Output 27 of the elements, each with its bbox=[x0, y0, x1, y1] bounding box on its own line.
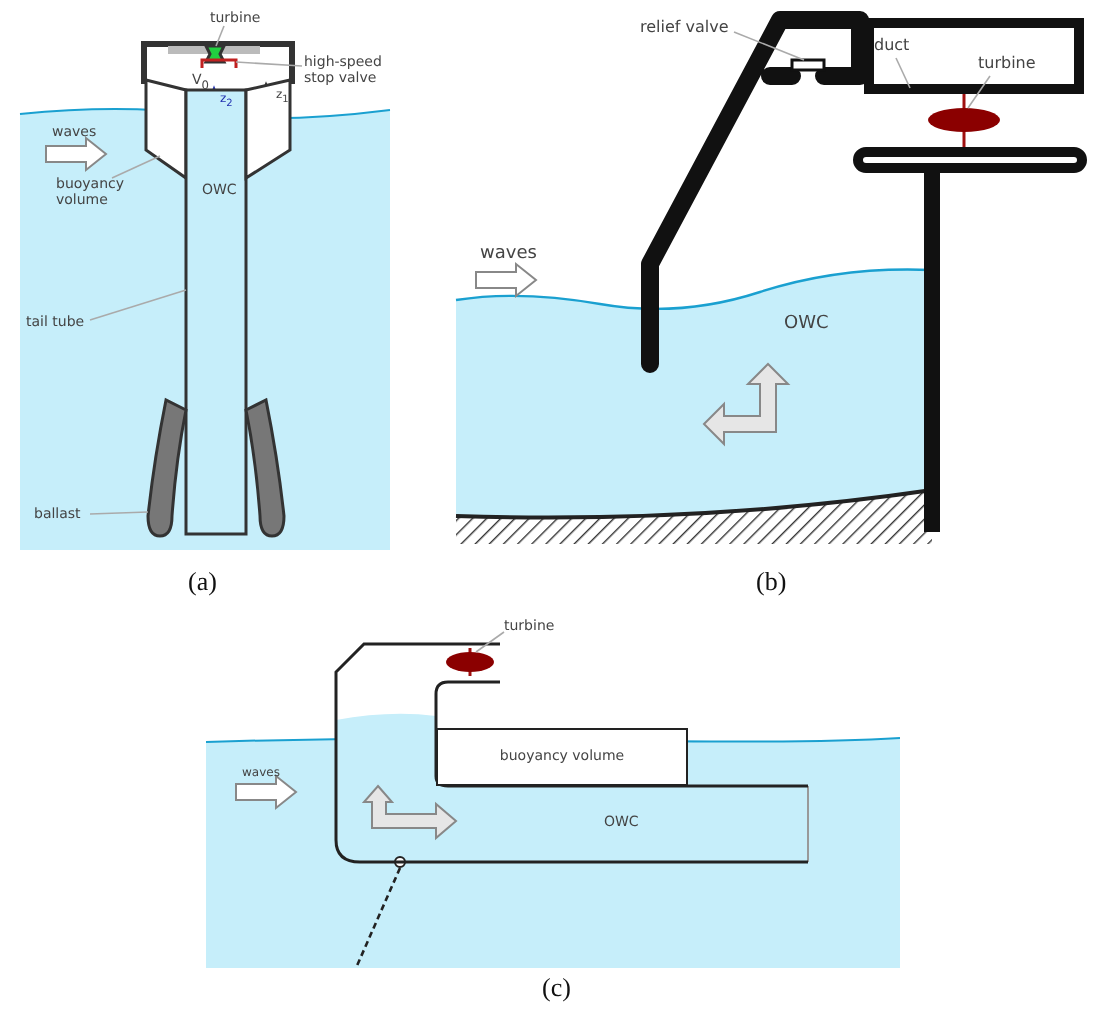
buoyancy-chamber bbox=[244, 78, 292, 181]
leader-line bbox=[475, 631, 505, 653]
wave-label: waves bbox=[480, 244, 537, 265]
air-duct bbox=[864, 18, 1084, 94]
tail-tube bbox=[184, 88, 248, 536]
panel-label: (b) bbox=[756, 568, 787, 598]
part-label: duct bbox=[874, 36, 910, 55]
leader-line bbox=[215, 25, 225, 47]
panel-label: (a) bbox=[188, 568, 217, 598]
part-label: turbine bbox=[978, 54, 1036, 73]
leader-line bbox=[111, 155, 161, 179]
leader-line bbox=[235, 61, 303, 67]
leader-line bbox=[733, 31, 805, 61]
ballast-weight bbox=[244, 398, 286, 538]
duct-plate bbox=[853, 147, 1087, 173]
leader-line bbox=[895, 57, 911, 89]
device-hull bbox=[334, 642, 810, 864]
relief-valve bbox=[790, 58, 826, 72]
ballast-weight bbox=[146, 398, 188, 538]
turbine-rotor bbox=[446, 648, 494, 676]
part-label: relief valve bbox=[640, 18, 729, 37]
leader-line bbox=[89, 511, 149, 515]
leader-line bbox=[967, 75, 991, 109]
panel-label: (c) bbox=[542, 974, 571, 1004]
stop-valve bbox=[200, 58, 238, 68]
leader-line bbox=[89, 289, 187, 321]
region-label: OWC bbox=[784, 314, 829, 335]
